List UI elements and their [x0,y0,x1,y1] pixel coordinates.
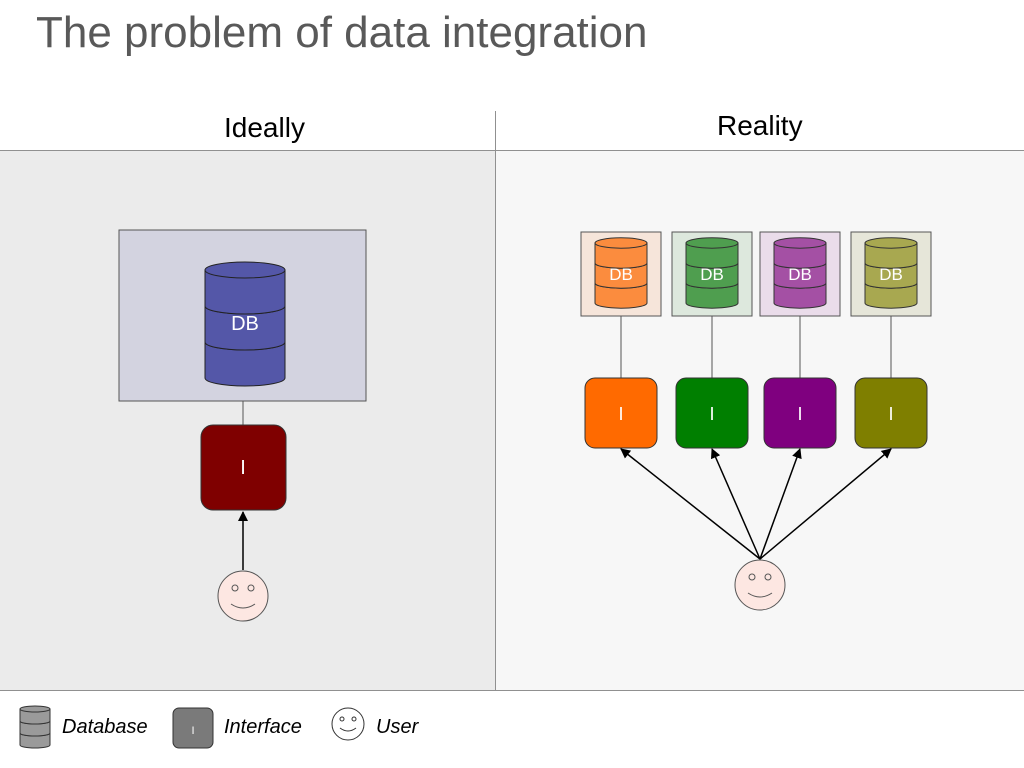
user-arrows [620,448,892,560]
column-heading-reality: Reality [717,110,803,141]
legend-database-icon [19,705,51,749]
database-icon [204,261,286,387]
legend: Database I Interface User [0,691,1024,768]
database-label: DB [609,265,633,284]
reality-system-2: DB I [671,231,753,449]
column-divider [495,111,496,691]
legend-interface-symbol: I [191,725,194,737]
interface-label: I [797,404,802,424]
user-icon [734,559,786,611]
legend-user-icon [331,707,365,741]
slide-title: The problem of data integration [36,8,648,57]
database-icon [864,237,918,309]
database-label: DB [879,265,903,284]
reality-systems: DB I DB I DB I DB I [580,231,932,449]
interface-label: I [888,404,893,424]
interface-box [675,377,749,449]
interface-label: I [240,457,246,479]
legend-interface-icon: I [172,707,214,749]
user-arrow-2 [711,448,761,560]
database-icon [594,237,648,309]
user-arrow-1 [620,448,761,560]
interface-label: I [709,404,714,424]
legend-database-label: Database [62,716,148,738]
reality-system-1: DB I [580,231,662,449]
reality-system-4: DB I [850,231,932,449]
database-icon [685,237,739,309]
user-icon [217,570,269,622]
interface-box [584,377,658,449]
interface-box [763,377,837,449]
interface-box [200,424,287,511]
legend-divider [0,690,1024,691]
database-label: DB [788,265,812,284]
database-label: DB [700,265,724,284]
reality-system-3: DB I [759,231,841,449]
interface-label: I [618,404,623,424]
database-label: DB [231,313,259,335]
legend-interface-label: Interface [224,716,302,738]
ideal-diagram: DB I [118,229,367,622]
header-divider [0,150,1024,151]
reality-diagram: DB I DB I DB I DB I [580,231,932,611]
user-arrow-4 [759,448,892,560]
interface-box [854,377,928,449]
user-arrow-3 [759,448,802,560]
reality-panel: DB I DB I DB I DB I [496,151,1024,690]
column-heading-ideally: Ideally [224,112,305,143]
ideal-panel: DB I [0,151,495,690]
legend-user-label: User [376,716,419,738]
database-icon [773,237,827,309]
